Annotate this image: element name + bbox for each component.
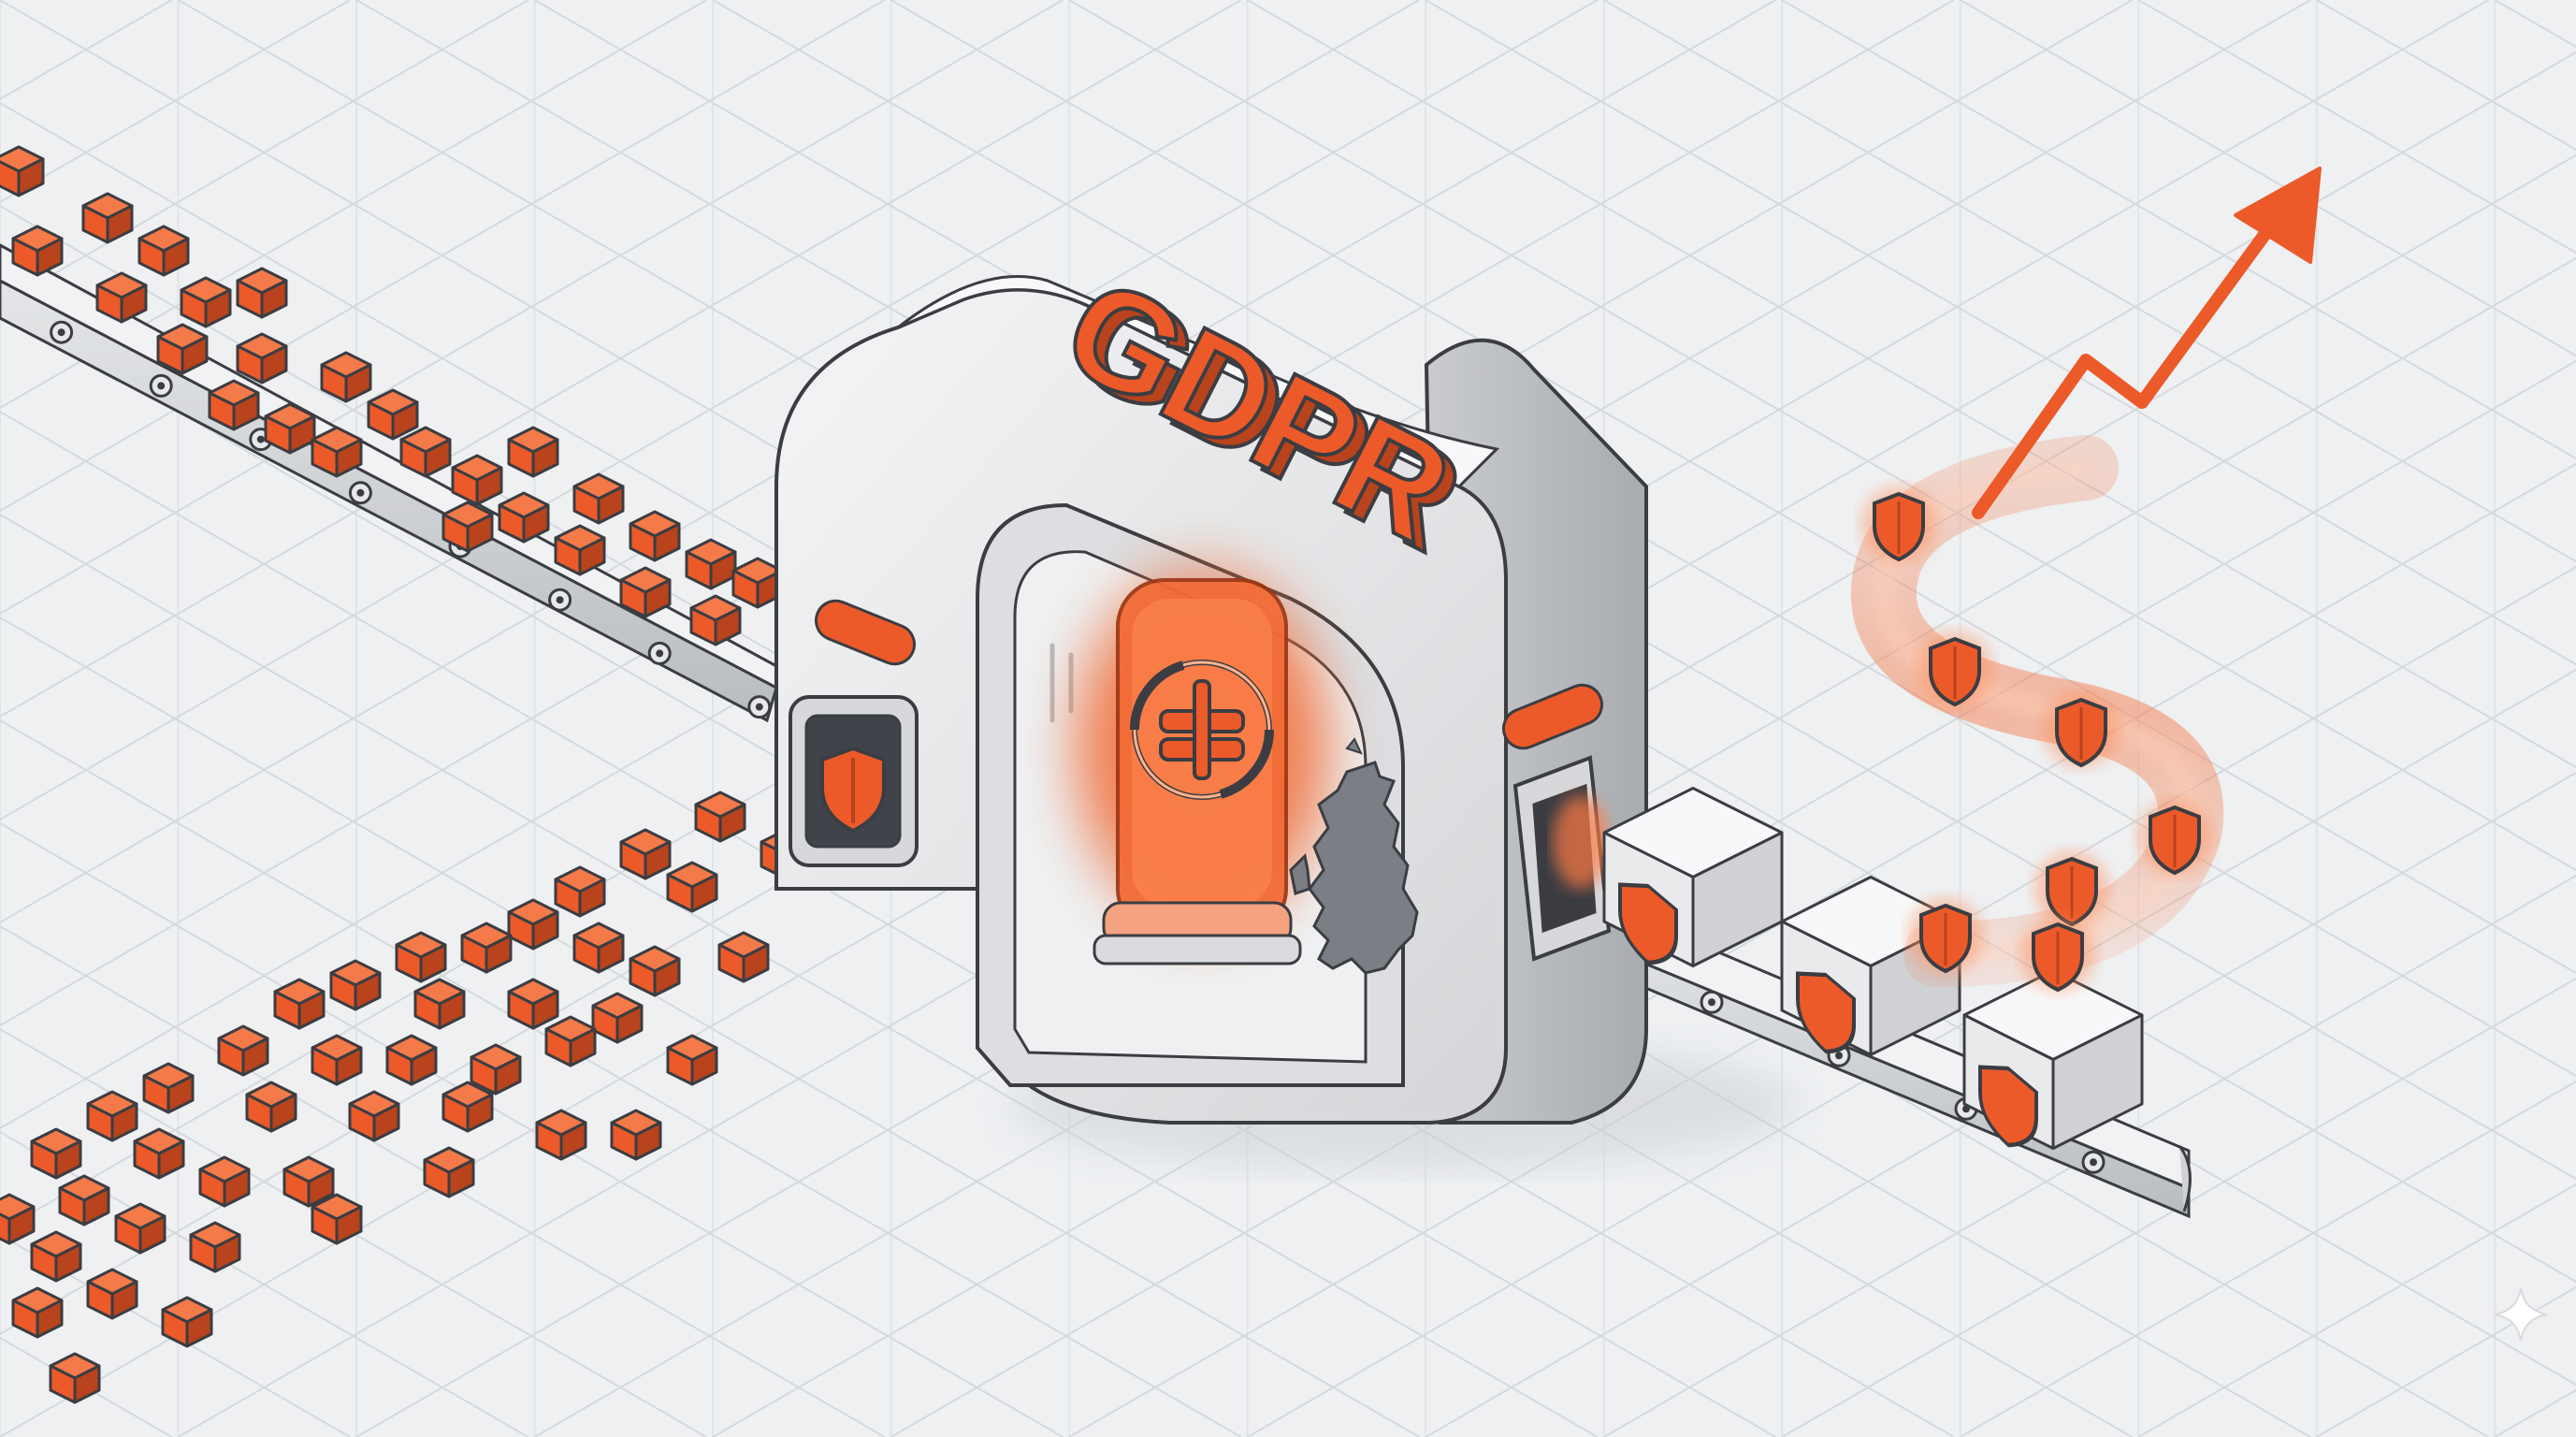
data-cube — [470, 1043, 522, 1096]
shield-icon — [1908, 898, 1983, 974]
data-cube — [441, 1081, 494, 1133]
indicator-light-right — [1501, 683, 1604, 750]
data-cube — [311, 1193, 363, 1245]
data-cube — [385, 1034, 438, 1086]
data-cube — [689, 594, 742, 646]
data-cube — [0, 145, 45, 197]
uk-map-icon — [1289, 737, 1419, 975]
data-cube — [142, 1062, 195, 1114]
data-cube — [198, 1155, 251, 1208]
data-cube — [86, 1090, 138, 1142]
data-cube — [451, 454, 503, 506]
data-cube — [320, 351, 372, 403]
shield-icon — [2020, 917, 2095, 993]
data-cube — [629, 510, 681, 562]
shield-icon — [820, 746, 886, 834]
shield-icon — [2034, 851, 2109, 927]
data-cube — [685, 538, 737, 590]
data-cube — [133, 1127, 185, 1180]
data-cube — [399, 426, 452, 478]
data-cube — [245, 1081, 297, 1133]
shield-icon — [1861, 486, 1936, 562]
data-cube — [413, 978, 466, 1030]
shield-tokens — [1861, 486, 2212, 993]
data-cube — [554, 524, 606, 576]
data-cube — [49, 1352, 101, 1404]
shield-icon — [1618, 882, 1678, 965]
data-cube — [81, 192, 134, 244]
data-cube — [572, 922, 625, 974]
data-cube — [666, 1034, 718, 1086]
data-cube — [137, 225, 190, 277]
data-cube — [0, 1193, 36, 1245]
data-cube — [208, 379, 260, 431]
data-cube — [507, 426, 559, 478]
data-cube — [329, 959, 382, 1011]
data-cube — [273, 978, 326, 1030]
data-cube — [554, 865, 606, 918]
data-cube — [591, 992, 644, 1044]
data-cube — [236, 267, 288, 319]
data-cube — [11, 225, 64, 277]
shield-icon — [2044, 692, 2119, 768]
data-cube — [619, 828, 672, 880]
data-cube — [180, 276, 232, 328]
data-cube — [311, 426, 363, 478]
data-cube — [217, 1024, 269, 1077]
encryption-core — [1043, 533, 1361, 965]
data-cube — [717, 931, 770, 983]
data-cube — [460, 922, 513, 974]
raw-data-cubes — [0, 145, 812, 1404]
data-cube — [114, 1202, 166, 1255]
data-cube — [498, 491, 550, 544]
data-cube — [156, 323, 209, 375]
data-cube — [619, 566, 672, 618]
arrow-up-right-icon — [1972, 167, 2322, 519]
data-cube — [629, 945, 681, 997]
shield-icon — [1918, 631, 1992, 707]
data-cube — [395, 931, 447, 983]
data-cube — [311, 1034, 363, 1086]
data-cube — [423, 1146, 475, 1198]
data-cube — [666, 861, 718, 913]
encryption-lock-icon — [1130, 660, 1274, 800]
data-cube — [30, 1230, 82, 1283]
input-port — [789, 695, 919, 867]
data-cube — [189, 1221, 241, 1273]
data-cube — [95, 271, 148, 324]
sparkle-icon — [2494, 1287, 2548, 1342]
data-cube — [535, 1109, 587, 1161]
shield-icon — [2137, 800, 2212, 876]
data-cube — [30, 1127, 82, 1180]
shield-icon — [1796, 971, 1856, 1054]
data-cube — [282, 1155, 335, 1208]
data-cube — [58, 1174, 110, 1227]
data-cube — [348, 1090, 400, 1142]
shield-icon — [1978, 1065, 2038, 1148]
data-cube — [507, 898, 559, 951]
data-cube — [694, 791, 746, 843]
data-cube — [507, 978, 559, 1030]
data-cube — [367, 388, 419, 441]
data-cube — [441, 501, 494, 553]
data-cube — [264, 402, 316, 455]
data-cube — [610, 1109, 662, 1161]
output-port — [1512, 755, 1612, 962]
data-cube — [86, 1268, 138, 1320]
data-cube — [161, 1296, 213, 1348]
data-cube — [11, 1286, 64, 1339]
data-cube — [236, 332, 288, 385]
data-cube — [572, 472, 625, 525]
data-cube — [544, 1015, 597, 1067]
indicator-light-left — [814, 599, 917, 666]
